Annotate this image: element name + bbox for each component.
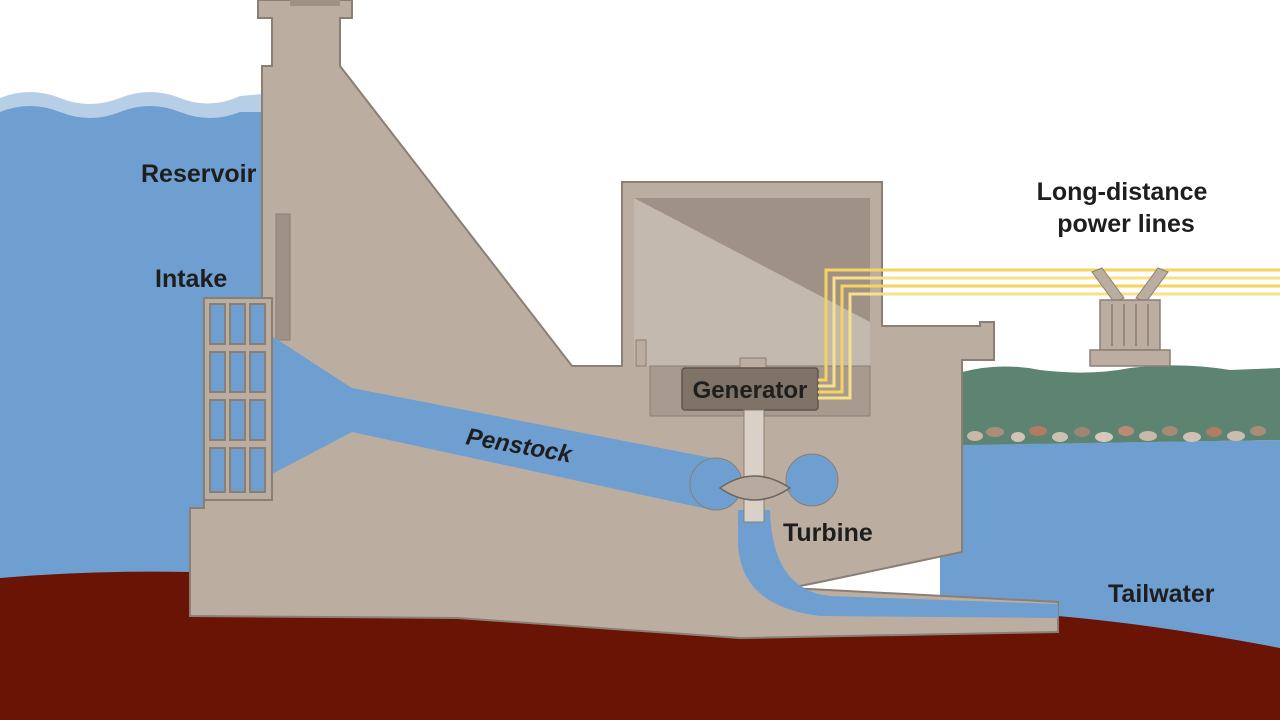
label-intake: Intake bbox=[155, 265, 227, 293]
transformer-body bbox=[1099, 299, 1161, 351]
draft-tube bbox=[738, 510, 1058, 618]
dam bbox=[189, 0, 1059, 640]
turbine-runner bbox=[718, 475, 792, 501]
far-bank-rocks bbox=[967, 426, 1266, 442]
label-generator: Generator bbox=[693, 377, 808, 404]
hall-light-beam bbox=[634, 198, 870, 366]
far-bank bbox=[962, 365, 1280, 445]
intake-grate bbox=[203, 297, 273, 501]
label-power-lines-line2: power lines bbox=[1057, 210, 1195, 238]
power-lines bbox=[818, 268, 1280, 400]
generator-top-bracket bbox=[739, 357, 767, 369]
label-tailwater: Tailwater bbox=[1108, 580, 1215, 608]
reservoir-surface bbox=[0, 92, 262, 118]
penstock-pipe bbox=[272, 336, 712, 510]
penstock bbox=[272, 336, 1058, 618]
dam-body bbox=[189, 0, 1059, 640]
label-turbine: Turbine bbox=[783, 519, 873, 547]
hall-pillar bbox=[635, 339, 647, 367]
bedrock bbox=[0, 571, 1280, 720]
tailwater-water bbox=[940, 440, 1280, 650]
turbine-scroll-right bbox=[785, 453, 839, 507]
transformer-arm-left bbox=[1091, 267, 1125, 303]
turbine-shaft bbox=[743, 409, 765, 523]
powerhouse bbox=[634, 198, 871, 417]
transformer bbox=[1089, 267, 1171, 367]
label-reservoir: Reservoir bbox=[141, 160, 257, 188]
intake-gate-slot bbox=[275, 213, 291, 341]
far-bank-hill bbox=[962, 365, 1280, 445]
transformer-base bbox=[1089, 349, 1171, 367]
label-power-lines-line1: Long-distance bbox=[1037, 178, 1208, 206]
generator-assembly bbox=[681, 357, 819, 523]
dam-top-cap bbox=[290, 0, 340, 6]
